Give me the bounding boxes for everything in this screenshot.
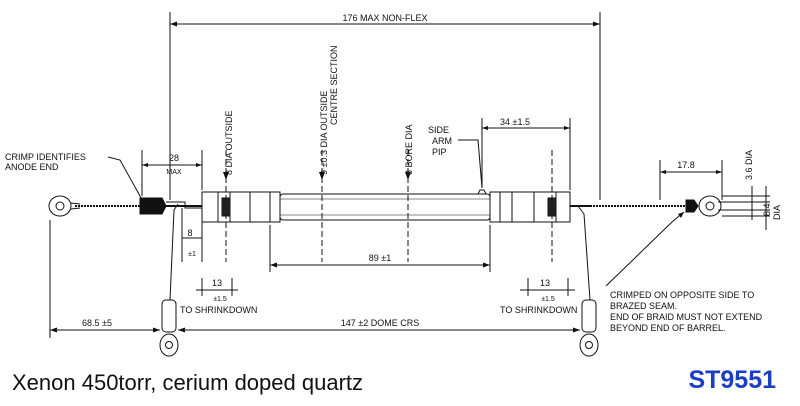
- dim-8-tol: ±1: [188, 251, 196, 258]
- side-arm-line-2: ARM: [432, 136, 452, 146]
- anode-note-line-2: ANODE END: [5, 162, 59, 172]
- side-arm-note: SIDE ARM PIP: [428, 125, 483, 189]
- crimped-line-3: END OF BRAID MUST NOT EXTEND: [610, 312, 763, 322]
- side-arm-line-1: SIDE: [428, 125, 449, 135]
- crimped-line-4: BEYOND END OF BARREL.: [610, 323, 726, 333]
- dim-13-left: 13 ±1.5 TO SHRINKDOWN: [180, 278, 257, 315]
- anode-note-line-1: CRIMP IDENTIFIES: [5, 152, 86, 162]
- left-lead: [48, 195, 202, 357]
- centre-section-label: CENTRE SECTION: [329, 45, 339, 125]
- dim-8-label: 8: [187, 228, 192, 238]
- lamp-body: [201, 150, 571, 262]
- dim-68-5: 68.5 ±5: [49, 220, 160, 338]
- dim-68-5-label: 68.5 ±5: [82, 318, 112, 328]
- dim-28-max: MAX: [166, 169, 182, 176]
- right-lead: [570, 195, 722, 357]
- dim-89: 89 ±1: [269, 225, 491, 272]
- dim-34-label: 34 ±1.5: [500, 117, 530, 127]
- dia-8-4-label: 8.4: [762, 203, 772, 216]
- shrinkdown-left-label: TO SHRINKDOWN: [180, 305, 257, 315]
- caption: Xenon 450torr, cerium doped quartz: [12, 370, 364, 395]
- dim-terminal-dia: 3.6 DIA 8.4 DIA: [718, 150, 782, 230]
- dia-outside-centre-label: 9 ±0.3 DIA OUTSIDE: [319, 91, 329, 175]
- crimped-note: CRIMPED ON OPPOSITE SIDE TO BRAZED SEAM.…: [605, 211, 763, 333]
- dim-17-8-label: 17.8: [677, 160, 695, 170]
- crimped-line-1: CRIMPED ON OPPOSITE SIDE TO: [610, 290, 754, 300]
- dim-147: 147 ±2 DOME CRS: [178, 318, 580, 333]
- dim-13-left-label: 13: [212, 278, 222, 288]
- dim-17-8: 17.8: [659, 160, 723, 200]
- dim-13-right-tol: ±1.5: [541, 296, 555, 303]
- dim-28-label: 28: [169, 153, 179, 163]
- dim-34: 34 ±1.5: [481, 117, 571, 190]
- dim-28: 28 MAX: [141, 150, 203, 196]
- overall-length-label: 176 MAX NON-FLEX: [342, 13, 427, 23]
- dim-89-label: 89 ±1: [369, 253, 391, 263]
- dim-147-label: 147 ±2 DOME CRS: [341, 318, 419, 328]
- bore-dia-label: 8 BORE DIA: [404, 124, 414, 175]
- shrinkdown-right-label: TO SHRINKDOWN: [500, 305, 577, 315]
- anode-note: CRIMP IDENTIFIES ANODE END: [5, 152, 146, 206]
- dia-word-label: DIA: [772, 205, 782, 220]
- dim-13-right: 13 ±1.5 TO SHRINKDOWN: [500, 278, 577, 315]
- side-arm-line-3: PIP: [432, 147, 447, 157]
- crimped-line-2: BRAZED SEAM.: [610, 301, 677, 311]
- dim-13-right-label: 13: [540, 278, 550, 288]
- overall-dimension: 176 MAX NON-FLEX: [169, 12, 601, 200]
- dia-outside-8-label: 8 DIA OUTSIDE: [224, 110, 234, 175]
- dim-8: 8 ±1: [181, 208, 203, 262]
- dia-3-6-label: 3.6 DIA: [744, 150, 754, 180]
- part-number: ST9551: [688, 366, 776, 394]
- dim-13-left-tol: ±1.5: [213, 296, 227, 303]
